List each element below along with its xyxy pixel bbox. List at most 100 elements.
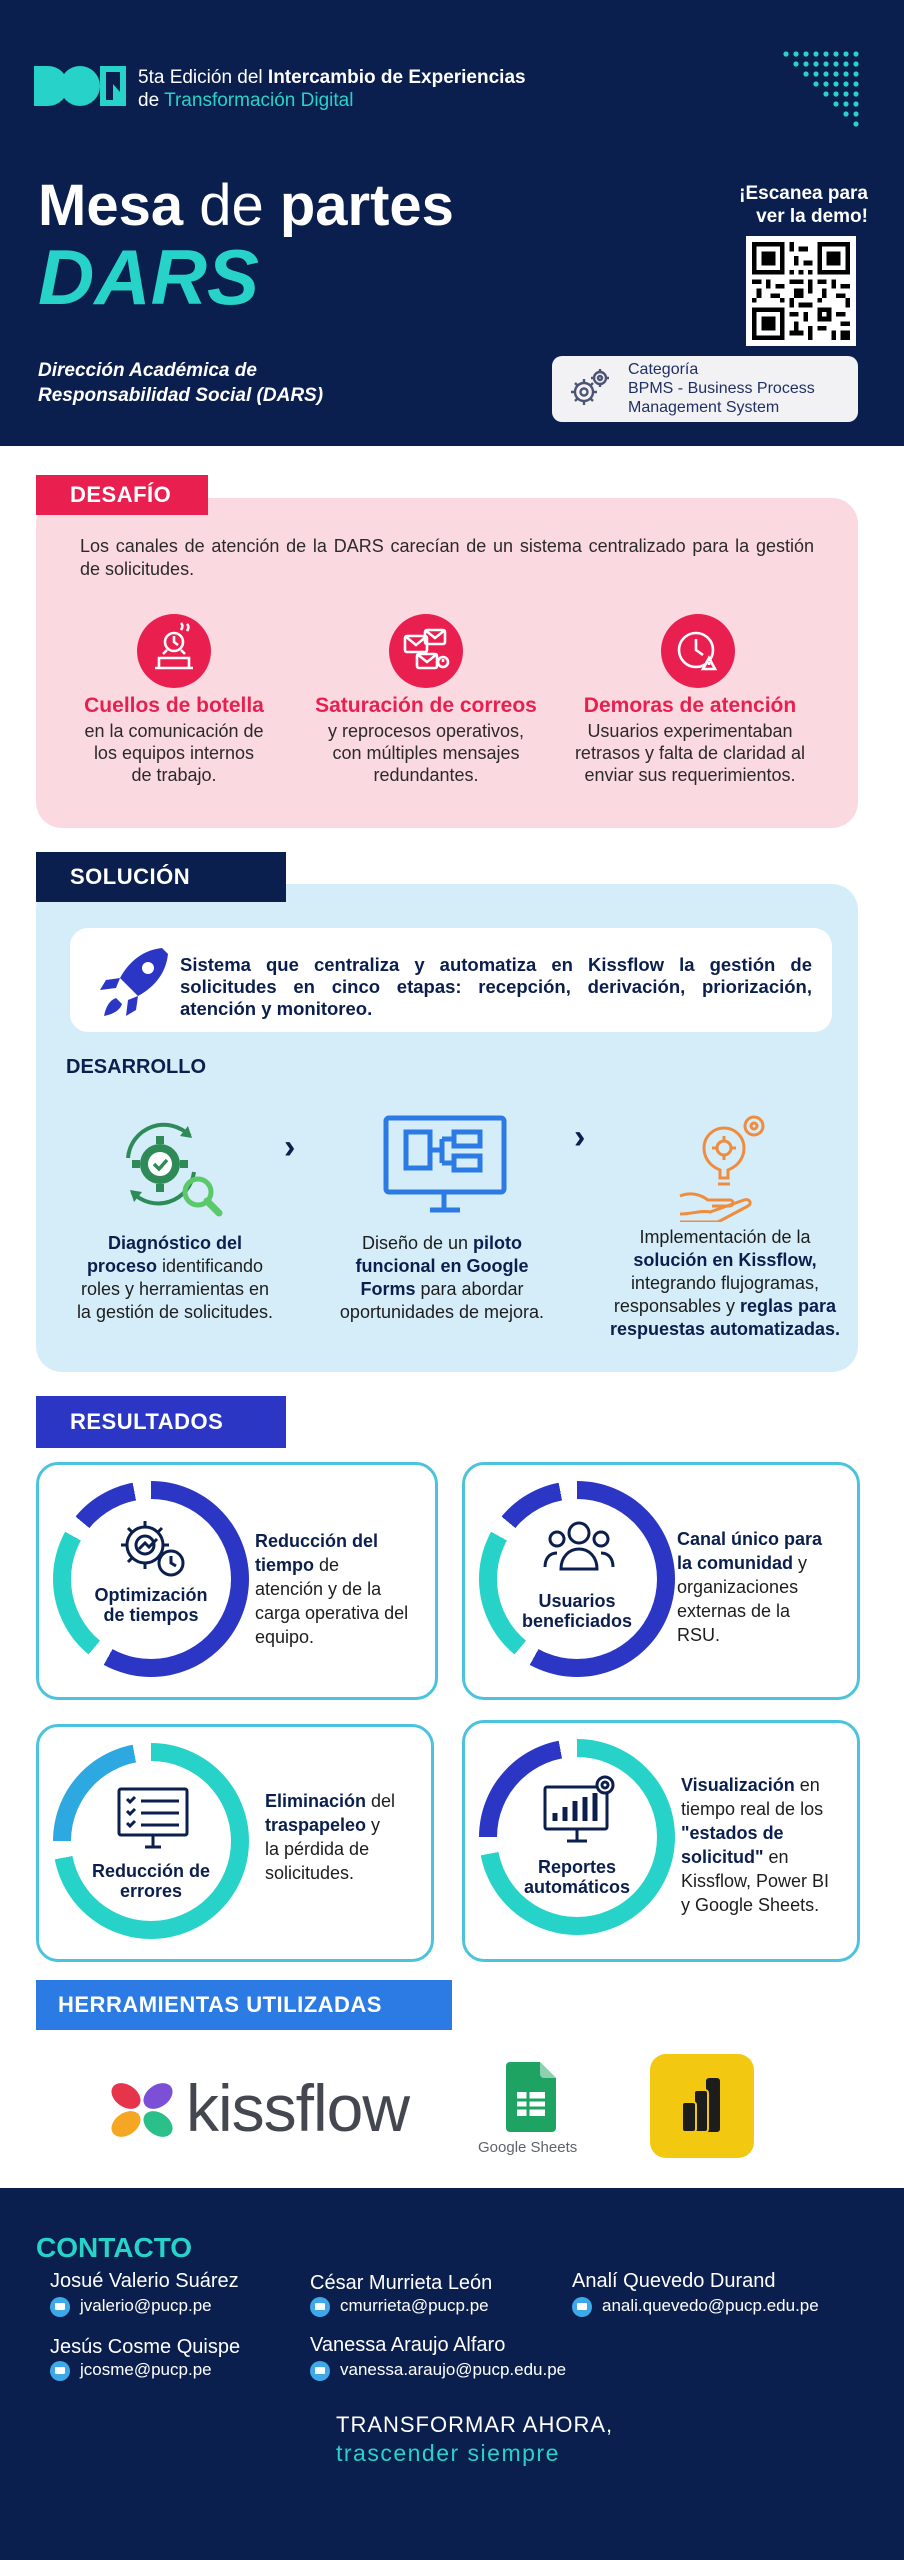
title-word-mesa: Mesa [38, 173, 184, 238]
edition-line2-prefix: de [138, 90, 165, 111]
result-card-errors: Reducción de errores Eliminación del tra… [36, 1724, 434, 1962]
monitor-flowchart-icon [383, 1115, 507, 1213]
step-2-desc: Diseño de un piloto funcional en Google … [320, 1232, 564, 1324]
challenge-3-desc: Usuarios experimentaban retrasos y falta… [562, 720, 818, 786]
page-title-line1: Mesa de partes [38, 176, 454, 236]
clock-alert-icon [661, 614, 735, 688]
contact-email-5-text: vanessa.araujo@pucp.edu.pe [340, 2360, 567, 2379]
category-box: Categoría BPMS - Business Process Manage… [552, 356, 858, 422]
result-3-t2b: traspapeleo [265, 1815, 367, 1835]
result-2-t5: RSU. [677, 1625, 721, 1645]
result-ring-inner-2 [497, 1499, 657, 1659]
result-1-t5: equipo. [255, 1627, 315, 1647]
result-card-time: Optimización de tiempos Reducción del ti… [36, 1462, 438, 1700]
result-4-t1: en [794, 1775, 820, 1795]
contact-email-5[interactable]: vanessa.araujo@pucp.edu.pe [310, 2360, 567, 2381]
contact-heading: CONTACTO [36, 2232, 193, 2263]
challenge-label: DESAFÍO [36, 475, 208, 515]
category-value-line2: Management System [628, 399, 780, 416]
mail-icon [50, 2297, 70, 2317]
result-text-reports: Visualización en tiempo real de los "est… [681, 1773, 861, 1917]
edition-accent: Transformación Digital [164, 90, 354, 111]
step-1-l2b: proceso [86, 1256, 157, 1276]
challenge-2-desc: y reprocesos operativos, con múltiples m… [300, 720, 552, 786]
result-text-users: Canal único para la comunidad y organiza… [677, 1527, 859, 1647]
result-2-t4: externas de la [677, 1601, 791, 1621]
solution-label: SOLUCIÓN [36, 852, 286, 902]
challenge-intro: Los canales de atención de la DARS carec… [80, 536, 814, 579]
contact-name-1: Josué Valerio Suárez [50, 2270, 239, 2292]
result-4-t4: en [763, 1847, 789, 1867]
header-banner: 5ta Edición del Intercambio de Experienc… [0, 0, 904, 446]
category-value-line1: BPMS - Business Process [628, 380, 815, 397]
ring-label-3-l2: errores [119, 1881, 183, 1901]
motto-line2: trascender siempre [336, 2440, 560, 2466]
kissflow-wordmark: kissflow [186, 2071, 410, 2145]
result-1-t4: carga operativa del [255, 1603, 409, 1623]
step-2-l3b: Forms [360, 1279, 416, 1299]
contact-email-4[interactable]: jcosme@pucp.pe [50, 2360, 212, 2381]
result-card-reports: Reportes automáticos Visualización en ti… [462, 1720, 860, 1962]
mail-overload-icon [389, 614, 463, 688]
result-3-t1: del [366, 1791, 396, 1811]
development-heading: DESARROLLO [66, 1056, 206, 1078]
challenge-1-title: Cuellos de botella [84, 694, 264, 717]
step-1-l3: roles y herramientas en [80, 1279, 270, 1299]
result-ring-inner [71, 1499, 231, 1659]
result-ring-label-users: Usuarios beneficiados [491, 1591, 663, 1631]
result-4-t1b: Visualización [681, 1775, 795, 1795]
contact-name-3: Analí Quevedo Durand [572, 2270, 776, 2292]
step-2-l4: oportunidades de mejora. [339, 1302, 545, 1322]
title-word-de: de [183, 173, 280, 238]
scan-prompt: ¡Escanea para ver la demo! [718, 182, 868, 228]
challenge-1-desc-l1: en la comunicación de [84, 721, 264, 741]
category-text: Categoría BPMS - Business Process Manage… [628, 360, 815, 417]
challenge-2-desc-l1: y reprocesos operativos, [327, 721, 525, 741]
result-2-t3: organizaciones [677, 1577, 799, 1597]
report-chart-icon [543, 1775, 615, 1843]
result-text-time: Reducción del tiempo de atención y de la… [255, 1529, 435, 1649]
page-title-accent: DARS [38, 233, 260, 321]
ring-label-4-l2: automáticos [523, 1877, 631, 1897]
step-1-l2: identificando [156, 1256, 264, 1276]
mail-icon [310, 2361, 330, 2381]
mail-icon [50, 2361, 70, 2381]
result-2-t2b: la comunidad [677, 1553, 794, 1573]
challenge-1-desc-l2: los equipos internos [93, 743, 255, 763]
challenge-2-desc-l2: con múltiples mensajes [332, 743, 520, 763]
chevron-right-icon-2: › [574, 1118, 586, 1156]
contact-email-2[interactable]: cmurrieta@pucp.pe [310, 2296, 489, 2317]
subtitle-line1: Dirección Académica de [38, 360, 257, 381]
contact-name-4: Jesús Cosme Quispe [50, 2336, 241, 2358]
ring-label-l2: de tiempos [103, 1605, 199, 1625]
result-4-t6: y Google Sheets. [681, 1895, 820, 1915]
result-text-errors: Eliminación del traspapeleo y la pérdida… [265, 1789, 435, 1885]
result-3-t3: la pérdida de [265, 1839, 370, 1859]
kissflow-logo-icon [111, 2083, 173, 2137]
contact-email-3[interactable]: anali.quevedo@pucp.edu.pe [572, 2296, 819, 2317]
chevron-right-icon: › [284, 1128, 296, 1166]
step-2-l2b: funcional en Google [355, 1256, 529, 1276]
mail-icon [310, 2297, 330, 2317]
contact-email-2-text: cmurrieta@pucp.pe [340, 2296, 489, 2315]
google-sheets-label: Google Sheets [478, 2139, 578, 2156]
challenge-2-title: Saturación de correos [315, 694, 537, 717]
result-4-t3b: "estados de [681, 1823, 784, 1843]
step-3-desc: Implementación de la solución en Kissflo… [594, 1226, 856, 1341]
ring-label-2-l2: beneficiados [521, 1611, 633, 1631]
qr-code[interactable] [746, 236, 856, 346]
motto-line1: TRANSFORMAR AHORA, [336, 2412, 614, 2437]
qr-code-icon [752, 242, 850, 340]
edition-bold: Intercambio de Experiencias [267, 67, 526, 88]
step-3-l1: Implementación de la [639, 1227, 811, 1247]
contact-email-1[interactable]: jvalerio@pucp.pe [50, 2296, 212, 2317]
result-1-t2b: tiempo [255, 1555, 315, 1575]
contact-email-4-text: jcosme@pucp.pe [80, 2360, 212, 2379]
result-3-t4: solicitudes. [265, 1863, 355, 1883]
challenge-1-desc: en la comunicación de los equipos intern… [56, 720, 292, 786]
event-edition-text: 5ta Edición del Intercambio de Experienc… [138, 66, 526, 112]
result-1-t3: atención y de la [255, 1579, 382, 1599]
edition-prefix: 5ta Edición del [138, 67, 268, 88]
ring-label-2-l1: Usuarios [538, 1591, 616, 1611]
